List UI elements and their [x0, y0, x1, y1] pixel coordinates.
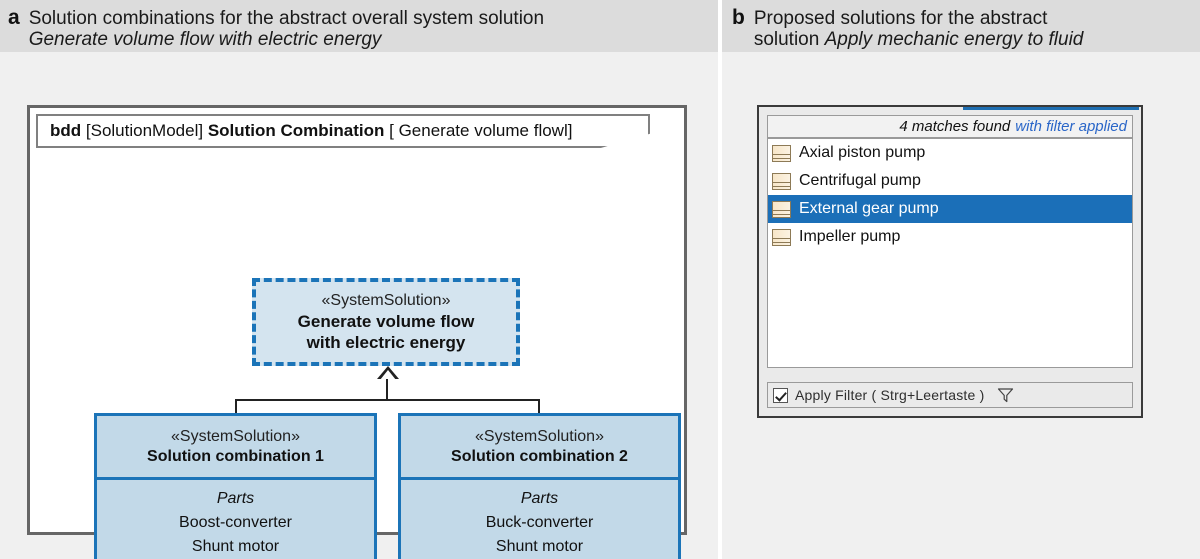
list-item-label: Centrifugal pump: [799, 172, 921, 189]
solution-browser-panel: 4 matches found with filter applied Axia…: [757, 105, 1143, 418]
caption-text-b: Proposed solutions for the abstract solu…: [754, 8, 1084, 50]
block-1-name: Solution combination 1: [147, 447, 324, 465]
panel-label-a: a: [8, 6, 20, 29]
block-2-part: Shunt motor: [495, 538, 584, 555]
block-icon: [772, 200, 791, 218]
block-1-compartment-title: Parts: [216, 490, 255, 507]
list-item[interactable]: Axial piston pump: [768, 139, 1132, 167]
match-status-bar: 4 matches found with filter applied: [767, 115, 1133, 138]
block-solution-combination-1[interactable]: «SystemSolution» Solution combination 1 …: [94, 413, 377, 559]
apply-filter-label: Apply Filter ( Strg+Leertaste ): [795, 387, 985, 403]
bdd-kind: bdd: [50, 121, 82, 140]
block-1-parts-compartment: Parts Boost-converter Shunt motor Key co…: [97, 480, 374, 559]
panel-divider: [718, 0, 722, 559]
list-item-label: Impeller pump: [799, 228, 901, 245]
apply-filter-checkbox[interactable]: [773, 387, 788, 403]
caption-b-line2-italic: Apply mechanic energy to fluid: [824, 29, 1084, 50]
panel-b: b Proposed solutions for the abstract so…: [722, 0, 1200, 559]
bdd-diagram-frame: bdd [SolutionModel] Solution Combination…: [27, 105, 687, 559]
list-item[interactable]: Impeller pump: [768, 223, 1132, 251]
search-results-list[interactable]: Axial piston pump Centrifugal pump Exter…: [767, 138, 1133, 368]
list-item[interactable]: Centrifugal pump: [768, 167, 1132, 195]
root-name-line1: Generate volume flow: [297, 312, 475, 331]
bdd-context: [ Generate volume flowl]: [389, 121, 573, 140]
generalization-drop-right: [538, 399, 540, 414]
bdd-header-text: bdd [SolutionModel] Solution Combination…: [50, 121, 572, 141]
caption-band-a: [0, 0, 718, 52]
panel-accent-bar: [963, 107, 1139, 110]
block-icon: [772, 144, 791, 162]
list-item-label: Axial piston pump: [799, 144, 926, 161]
caption-band-b: [722, 0, 1200, 52]
generalization-bus-line: [235, 399, 540, 401]
caption-a-line1: Solution combinations for the abstract o…: [28, 8, 545, 29]
bdd-frame-header: bdd [SolutionModel] Solution Combination…: [36, 114, 650, 148]
block-system-solution-root[interactable]: «SystemSolution» Generate volume flow wi…: [252, 278, 520, 366]
bdd-model: [SolutionModel]: [85, 121, 204, 140]
block-2-parts-compartment: Parts Buck-converter Shunt motor Key con…: [401, 480, 678, 559]
panel-a: a Solution combinations for the abstract…: [0, 0, 718, 559]
root-name-line2: with electric energy: [306, 333, 466, 352]
root-stereotype: «SystemSolution»: [321, 292, 451, 309]
block-2-stereotype: «SystemSolution»: [475, 427, 604, 445]
caption-text-a: Solution combinations for the abstract o…: [29, 8, 544, 50]
block-solution-combination-2[interactable]: «SystemSolution» Solution combination 2 …: [398, 413, 681, 559]
block-2-header: «SystemSolution» Solution combination 2: [401, 416, 678, 480]
list-item-label: External gear pump: [799, 200, 939, 217]
list-item-selected[interactable]: External gear pump: [768, 195, 1132, 223]
generalization-stem: [386, 379, 388, 400]
block-1-header: «SystemSolution» Solution combination 1: [97, 416, 374, 480]
match-filter-text[interactable]: with filter applied: [1015, 118, 1127, 135]
block-1-stereotype: «SystemSolution»: [171, 427, 300, 445]
block-2-compartment-title: Parts: [520, 490, 559, 507]
block-2-part: Buck-converter: [485, 514, 594, 531]
caption-a-line2: Generate volume flow with electric energ…: [28, 29, 382, 50]
panel-label-b: b: [732, 6, 745, 29]
caption-b-line2-prefix: solution: [753, 29, 825, 50]
bdd-title: Solution Combination: [207, 121, 385, 140]
funnel-filter-icon[interactable]: [997, 387, 1014, 403]
block-1-part: Shunt motor: [191, 538, 280, 555]
caption-b: b Proposed solutions for the abstract so…: [732, 6, 1084, 50]
caption-b-line1: Proposed solutions for the abstract: [753, 8, 1048, 29]
match-count-text: 4 matches found: [899, 118, 1011, 135]
block-icon: [772, 228, 791, 246]
apply-filter-footer: Apply Filter ( Strg+Leertaste ): [767, 382, 1133, 408]
block-2-name: Solution combination 2: [451, 447, 628, 465]
generalization-triangle-fill: [380, 370, 396, 380]
block-icon: [772, 172, 791, 190]
generalization-drop-left: [235, 399, 237, 414]
caption-a: a Solution combinations for the abstract…: [8, 6, 544, 50]
block-1-part: Boost-converter: [179, 514, 292, 531]
